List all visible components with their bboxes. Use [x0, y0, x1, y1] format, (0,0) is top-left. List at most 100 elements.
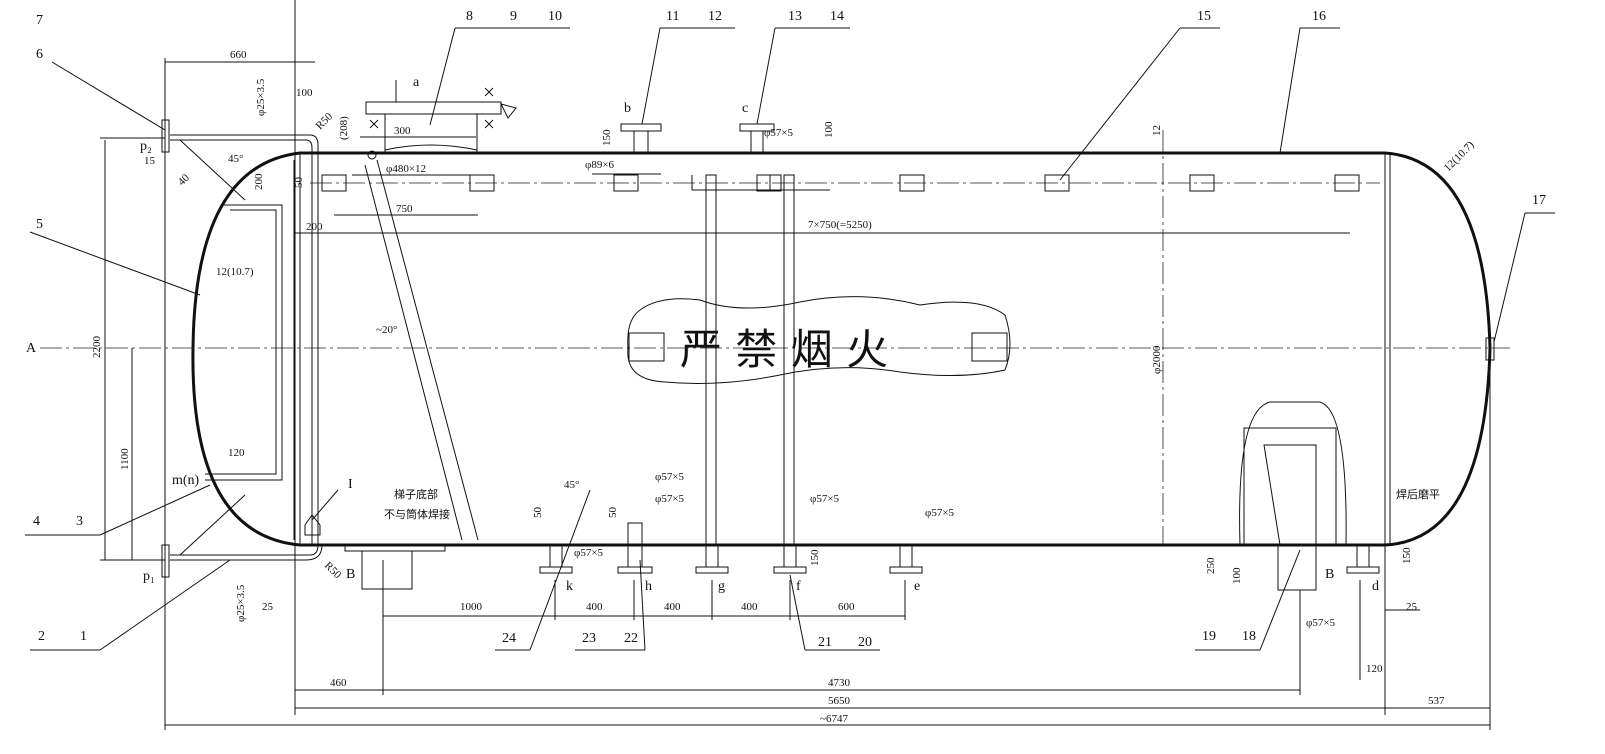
- dim-57b: φ57×5: [655, 471, 685, 483]
- leader-lines: [25, 27, 1555, 651]
- callout-9: 9: [510, 9, 517, 24]
- letter-p2: p₂: [140, 139, 152, 154]
- dim-250: 250: [1205, 557, 1217, 574]
- dim-57g: φ57×5: [1306, 617, 1336, 629]
- sump-assemblies: [344, 401, 1347, 591]
- dim-25b: 25: [1406, 601, 1418, 613]
- dim-150a: 150: [601, 129, 613, 146]
- dim-7x750: 7×750(=5250): [808, 219, 872, 231]
- callout-16: 16: [1312, 9, 1326, 24]
- dimension-texts: 660 100 φ25×3.5 R50 (208) 300 φ480×12 15…: [91, 49, 1477, 725]
- callout-21: 21: [818, 635, 832, 650]
- centerlines: [40, 130, 1510, 545]
- dim-45: 45°: [228, 153, 243, 165]
- dim-89: φ89×6: [585, 159, 615, 171]
- warning-cloud: [627, 296, 1011, 384]
- dim-150b: 150: [809, 549, 821, 566]
- callout-24: 24: [502, 631, 516, 646]
- callout-7: 7: [36, 13, 43, 28]
- dim-4730: 4730: [828, 677, 851, 689]
- dim-2200: 2200: [91, 336, 103, 359]
- dim-480: φ480×12: [386, 163, 426, 175]
- letter-e: e: [914, 579, 920, 594]
- callout-2: 2: [38, 629, 45, 644]
- letter-b: b: [624, 101, 631, 116]
- callout-6: 6: [36, 47, 43, 62]
- dim-45b: 45°: [564, 479, 579, 491]
- dim-12b: 12(10.7): [1442, 139, 1477, 174]
- callout-14: 14: [830, 9, 844, 24]
- callout-numbers: 1 2 3 4 5 6 7 8 9 10 11 12 13 14 15 16 1…: [33, 9, 1546, 650]
- dim-25x35a: φ25×3.5: [255, 78, 267, 116]
- callout-20: 20: [858, 635, 872, 650]
- cradles: [321, 174, 1360, 192]
- internal-ladder: [364, 150, 479, 541]
- dim-1000: 1000: [460, 601, 483, 613]
- callout-10: 10: [548, 9, 562, 24]
- dim-100a: 100: [296, 87, 313, 99]
- dim-600: 600: [838, 601, 855, 613]
- dim-40: 40: [176, 172, 193, 189]
- letter-d: d: [1372, 579, 1379, 594]
- letter-h: h: [645, 579, 652, 594]
- dim-100b: 100: [823, 121, 835, 138]
- dim-57a: φ57×5: [764, 127, 794, 139]
- letter-c: c: [742, 101, 748, 116]
- callout-18: 18: [1242, 629, 1256, 644]
- callout-15: 15: [1197, 9, 1211, 24]
- dimension-lines: [100, 0, 1491, 730]
- callout-17: 17: [1532, 193, 1546, 208]
- dim-57f: φ57×5: [925, 507, 955, 519]
- dim-57e: φ57×5: [810, 493, 840, 505]
- dim-50b: 50: [532, 507, 544, 519]
- letter-I: I: [348, 477, 353, 492]
- callout-19: 19: [1202, 629, 1216, 644]
- dim-2000: φ2000: [1151, 345, 1163, 374]
- dim-5650: 5650: [828, 695, 851, 707]
- dim-400b: 400: [664, 601, 681, 613]
- nozzle-letters: a b c d e f g h k A B B I m(n) p₁ p₂: [26, 75, 1379, 594]
- dim-100c: 100: [1231, 567, 1243, 584]
- dim-20: ~20°: [376, 324, 397, 336]
- dim-6747: ~6747: [820, 713, 848, 725]
- letter-a: a: [413, 75, 420, 90]
- callout-4: 4: [33, 514, 40, 529]
- letter-mn: m(n): [172, 473, 200, 488]
- callout-22: 22: [624, 631, 638, 646]
- dim-50a: 50: [293, 177, 305, 189]
- dim-400a: 400: [586, 601, 603, 613]
- dim-150c: 150: [1401, 547, 1413, 564]
- dim-208: (208): [338, 116, 350, 140]
- dim-50c: 50: [607, 507, 619, 519]
- letter-B-right: B: [1325, 567, 1334, 582]
- dim-750: 750: [396, 203, 413, 215]
- dim-120a: 120: [228, 447, 245, 459]
- callout-12: 12: [708, 9, 722, 24]
- dim-25a: 25: [262, 601, 274, 613]
- letter-p1: p₁: [143, 569, 155, 584]
- dim-300: 300: [394, 125, 411, 137]
- dim-25x35b: φ25×3.5: [235, 584, 247, 622]
- manhole-a: [365, 80, 517, 153]
- dim-15: 15: [144, 155, 156, 167]
- letter-g: g: [718, 579, 725, 594]
- dim-1100: 1100: [119, 448, 131, 470]
- dim-660: 660: [230, 49, 247, 61]
- top-nozzles: [620, 123, 775, 154]
- callout-3: 3: [76, 514, 83, 529]
- dim-460: 460: [330, 677, 347, 689]
- callout-23: 23: [582, 631, 596, 646]
- dim-r50b: R50: [322, 560, 344, 582]
- dim-57d: φ57×5: [574, 547, 604, 559]
- letter-f: f: [796, 579, 801, 594]
- letter-B-left: B: [346, 567, 355, 582]
- bottom-nozzles: [539, 337, 1495, 574]
- callout-11: 11: [666, 9, 679, 24]
- letter-k: k: [566, 579, 573, 594]
- weld-note: 焊后磨平: [1396, 487, 1440, 501]
- dim-12c: 12(10.7): [216, 266, 254, 278]
- dim-r50a: R50: [314, 110, 336, 132]
- ladder-note-2: 不与筒体焊接: [384, 507, 450, 521]
- callout-13: 13: [788, 9, 802, 24]
